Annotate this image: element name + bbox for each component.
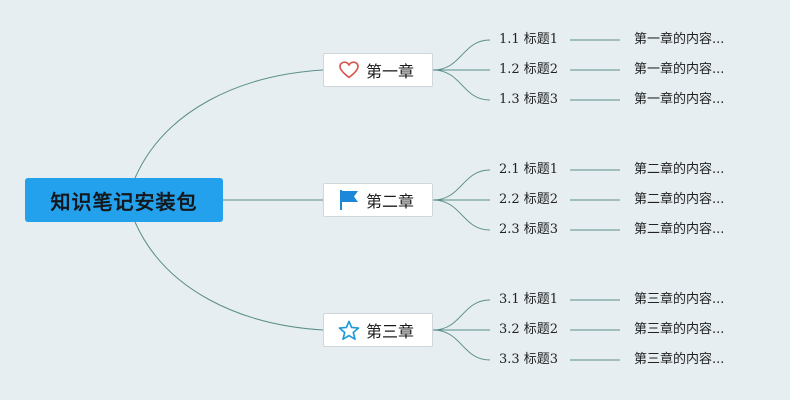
connector-chapter-2-topic-1 [432, 169, 491, 201]
topic-3-2[interactable]: 3.2 标题2 [499, 322, 559, 337]
heart-icon [338, 59, 360, 81]
connector-root-chapter-3 [134, 221, 324, 331]
topic-1-3[interactable]: 1.3 标题3 [499, 92, 559, 107]
connector-root-chapter-1 [134, 69, 324, 179]
content-1-1[interactable]: 第一章的内容... [634, 32, 725, 47]
content-3-3[interactable]: 第三章的内容... [634, 352, 725, 367]
connector-chapter-3-topic-1 [432, 299, 491, 331]
content-1-2[interactable]: 第一章的内容... [634, 62, 725, 77]
content-3-1[interactable]: 第三章的内容... [634, 292, 725, 307]
star-icon [338, 319, 360, 341]
topic-2-3[interactable]: 2.3 标题3 [499, 222, 559, 237]
content-3-2[interactable]: 第三章的内容... [634, 322, 725, 337]
connector-chapter-3-topic-3 [432, 329, 491, 361]
chapter-1-label: 第一章 [366, 62, 415, 81]
topic-3-3[interactable]: 3.3 标题3 [499, 352, 559, 367]
topic-1-2[interactable]: 1.2 标题2 [499, 62, 559, 77]
chapter-2-label: 第二章 [366, 192, 415, 211]
connector-chapter-1-topic-3 [432, 69, 491, 101]
chapter-node-2[interactable]: 第二章 [323, 183, 433, 217]
chapter-3-label: 第三章 [366, 322, 415, 341]
content-2-1[interactable]: 第二章的内容... [634, 162, 725, 177]
topic-2-1[interactable]: 2.1 标题1 [499, 162, 559, 177]
flag-icon [338, 189, 360, 211]
content-2-2[interactable]: 第二章的内容... [634, 192, 725, 207]
content-2-3[interactable]: 第二章的内容... [634, 222, 725, 237]
topic-3-1[interactable]: 3.1 标题1 [499, 292, 559, 307]
root-node-label: 知识笔记安装包 [50, 189, 198, 214]
root-node[interactable]: 知识笔记安装包 [25, 178, 223, 222]
content-1-3[interactable]: 第一章的内容... [634, 92, 725, 107]
topic-2-2[interactable]: 2.2 标题2 [499, 192, 559, 207]
connector-chapter-2-topic-3 [432, 199, 491, 231]
chapter-node-3[interactable]: 第三章 [323, 313, 433, 347]
chapter-node-1[interactable]: 第一章 [323, 53, 433, 87]
connector-chapter-1-topic-1 [432, 39, 491, 71]
topic-1-1[interactable]: 1.1 标题1 [499, 32, 559, 47]
